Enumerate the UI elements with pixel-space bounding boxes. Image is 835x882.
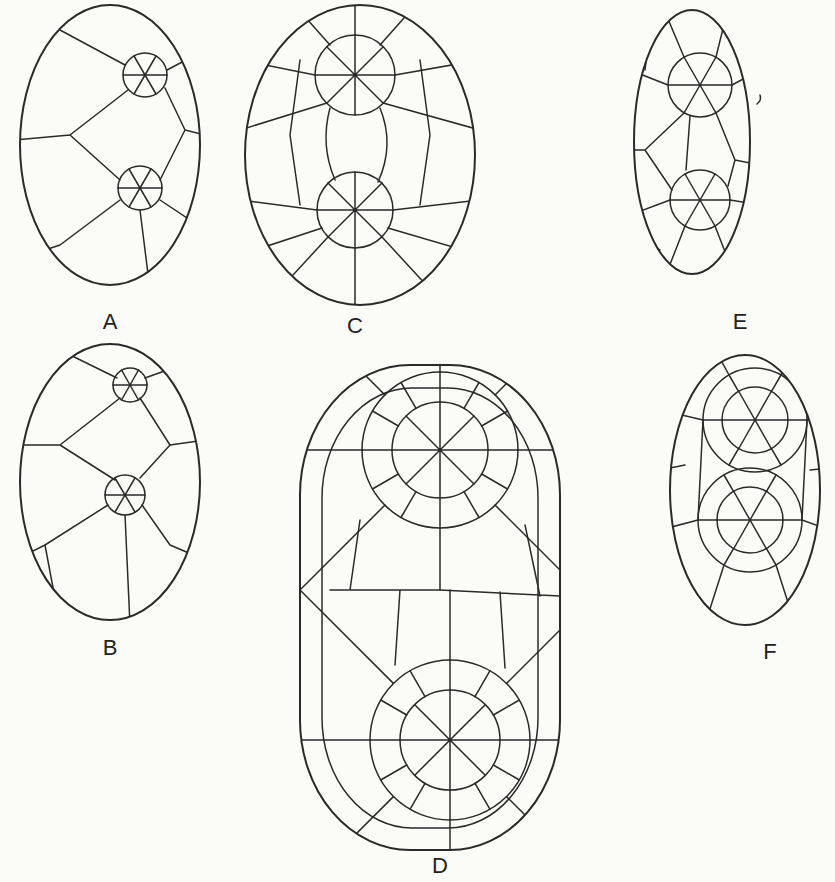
figure-label: F <box>763 641 776 663</box>
figure-label: A <box>103 311 118 333</box>
figure-label: C <box>347 315 363 337</box>
figure-c <box>240 0 480 320</box>
figure-label: B <box>103 637 118 659</box>
figure-a <box>15 5 205 290</box>
figure-b <box>15 344 205 625</box>
figure-label: E <box>733 311 748 333</box>
figure-d <box>220 230 670 882</box>
figure-e <box>630 0 761 290</box>
figure-label: D <box>432 855 448 877</box>
figure-f <box>660 340 830 640</box>
